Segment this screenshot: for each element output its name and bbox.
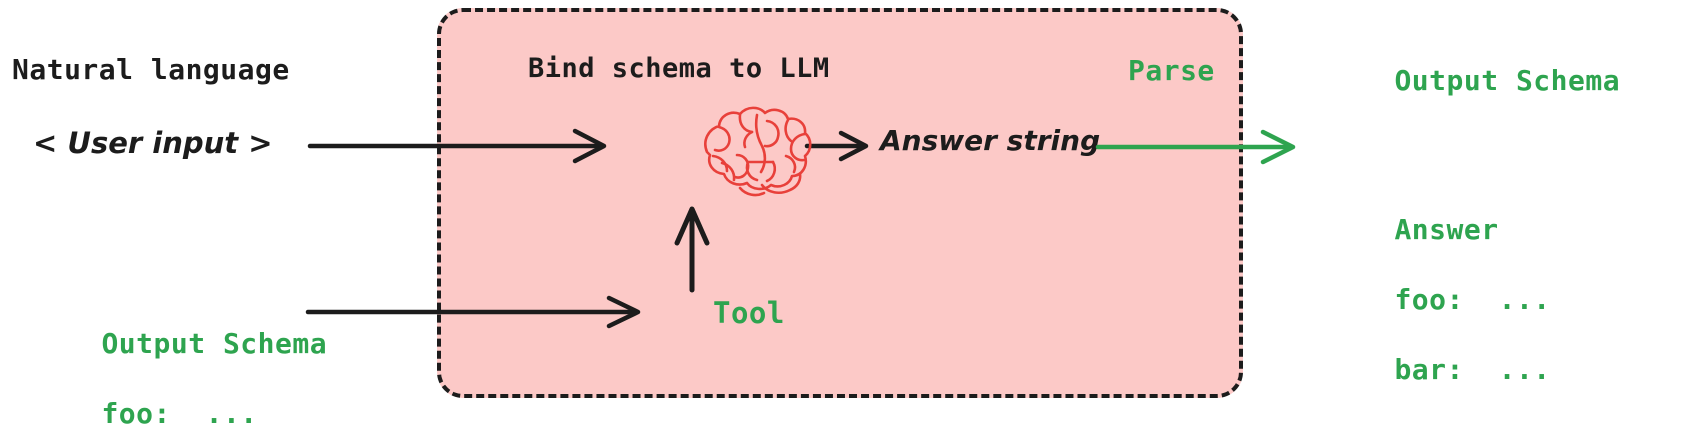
schema-spacer [1325,168,1620,177]
output-schema-field-bar: bar: ... [1394,353,1551,386]
output-schema-field-foo: foo: ... [1394,283,1551,316]
input-schema-field-foo: foo: ... [101,397,258,430]
bind-schema-title: Bind schema to LLM [528,53,830,84]
user-input-text: < User input > [33,126,273,160]
input-schema-title: Output Schema [101,327,328,360]
llm-boundary-box [437,8,1243,398]
tool-label: Tool [713,296,785,330]
parse-label: Parse [1128,54,1215,87]
output-schema-block: Output Schema Answer foo: ... bar: ... [1325,28,1620,422]
natural-language-heading: Natural language [12,53,290,86]
input-output-schema-block: Output Schema foo: ... bar: ... [32,291,327,443]
output-schema-answer: Answer [1394,213,1499,246]
answer-string-text: Answer string [880,124,1101,157]
output-schema-title: Output Schema [1394,64,1621,97]
